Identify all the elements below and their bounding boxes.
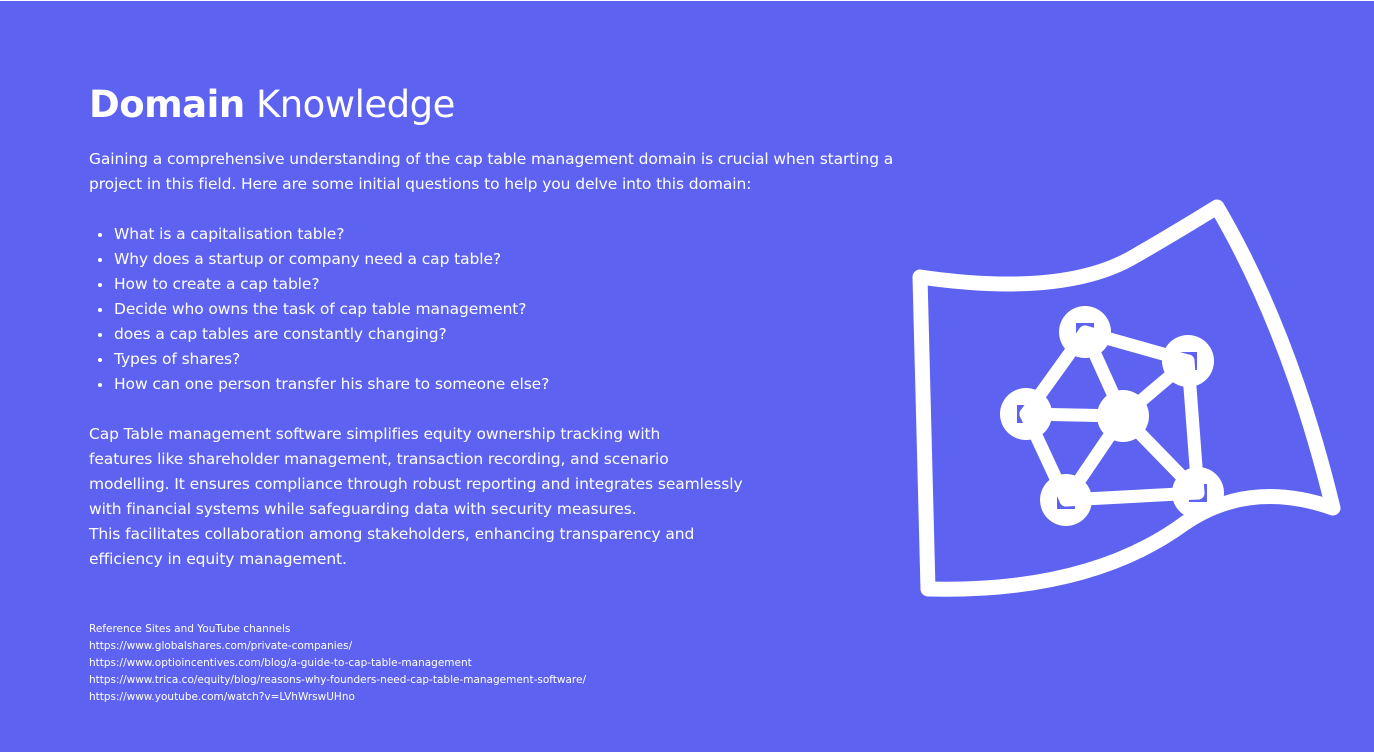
intro-paragraph: Gaining a comprehensive understanding of… [89, 150, 894, 193]
title-bold-part: Domain [89, 83, 245, 126]
question-item: What is a capitalisation table? [96, 222, 549, 247]
summary-paragraph: Cap Table management software simplifies… [89, 422, 743, 572]
reference-link[interactable]: https://www.globalshares.com/private-com… [89, 640, 353, 652]
reference-link[interactable]: https://www.optioincentives.com/blog/a-g… [89, 657, 472, 669]
question-item: Types of shares? [96, 347, 549, 372]
bullet-icon [98, 333, 102, 337]
network-map-icon [912, 199, 1341, 597]
question-text: Types of shares? [114, 350, 241, 368]
question-text: What is a capitalisation table? [114, 225, 345, 243]
summary-line: with financial systems while safeguardin… [89, 500, 637, 518]
question-item: How to create a cap table? [96, 272, 549, 297]
bullet-icon [98, 358, 102, 362]
question-text: How can one person transfer his share to… [114, 375, 550, 393]
question-item: Why does a startup or company need a cap… [96, 247, 549, 272]
references-block: Reference Sites and YouTube channels htt… [89, 621, 586, 706]
summary-line: This facilitates collaboration among sta… [89, 525, 695, 543]
bullet-icon [98, 258, 102, 262]
summary-line: efficiency in equity management. [89, 550, 347, 568]
summary-line: Cap Table management software simplifies… [89, 425, 661, 443]
question-item: How can one person transfer his share to… [96, 372, 549, 397]
reference-link[interactable]: https://www.youtube.com/watch?v=LVhWrswU… [89, 691, 355, 703]
bullet-icon [98, 283, 102, 287]
summary-line: modelling. It ensures compliance through… [89, 475, 743, 493]
bullet-icon [98, 233, 102, 237]
question-item: does a cap tables are constantly changin… [96, 322, 549, 347]
bullet-icon [98, 383, 102, 387]
questions-list: What is a capitalisation table? Why does… [96, 222, 549, 397]
question-text: Why does a startup or company need a cap… [114, 250, 502, 268]
reference-link[interactable]: https://www.trica.co/equity/blog/reasons… [89, 674, 586, 686]
question-text: Decide who owns the task of cap table ma… [114, 300, 527, 318]
bullet-icon [98, 308, 102, 312]
question-text: does a cap tables are constantly changin… [114, 325, 447, 343]
question-text: How to create a cap table? [114, 275, 320, 293]
slide-title: Domain Knowledge [89, 81, 455, 129]
question-item: Decide who owns the task of cap table ma… [96, 297, 549, 322]
references-heading: Reference Sites and YouTube channels [89, 623, 291, 635]
title-regular-part: Knowledge [255, 83, 455, 126]
summary-line: features like shareholder management, tr… [89, 450, 669, 468]
